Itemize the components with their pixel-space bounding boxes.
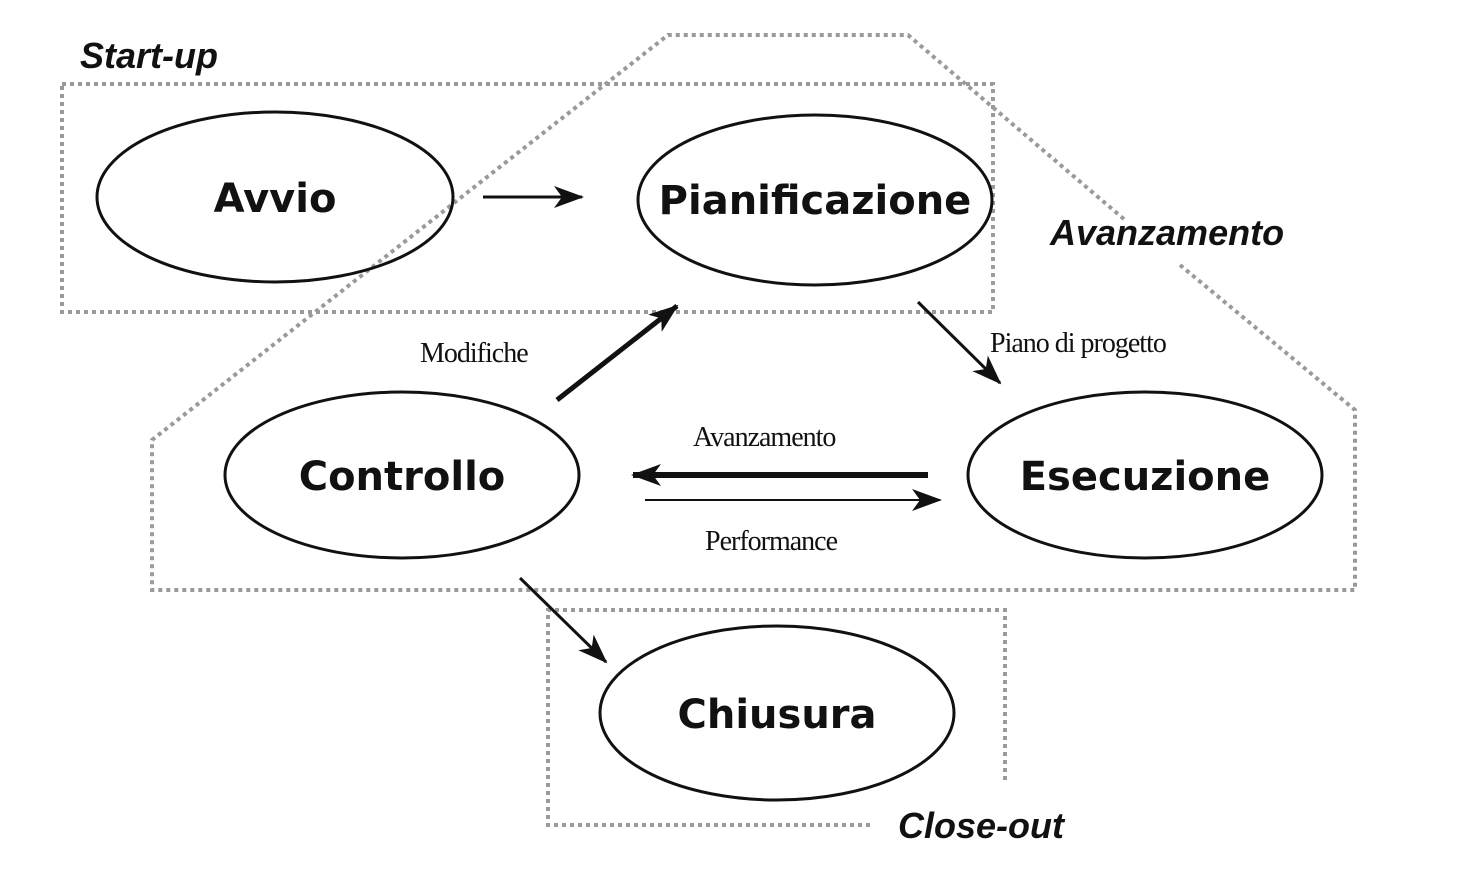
node-avvio: Avvio xyxy=(95,110,455,284)
edge-label-piano: Piano di progetto xyxy=(990,328,1166,359)
edge-label-modifiche: Modifiche xyxy=(420,338,528,369)
edge-label-performance: Performance xyxy=(705,526,838,557)
node-label: Controllo xyxy=(299,454,506,500)
arrow-pianificazione-esecuzione xyxy=(916,300,1002,385)
startup-group-label: Start-up xyxy=(80,35,218,76)
arrow-controllo-pianificazione xyxy=(555,304,679,402)
node-esecuzione: Esecuzione xyxy=(966,390,1324,560)
closeout-group-box xyxy=(546,608,1007,827)
node-label: Avvio xyxy=(214,176,337,222)
node-label: Esecuzione xyxy=(1020,454,1271,500)
node-controllo: Controllo xyxy=(223,390,581,560)
edge-label-avanzamento: Avanzamento xyxy=(693,422,835,453)
startup-group-box xyxy=(60,82,995,314)
avanzamento-group-box xyxy=(150,33,1357,592)
node-pianificazione: Pianificazione xyxy=(636,113,994,287)
node-chiusura: Chiusura xyxy=(598,624,956,802)
node-label: Pianificazione xyxy=(659,178,972,224)
avanzamento-group-label: Avanzamento xyxy=(1049,212,1284,253)
arrow-controllo-chiusura xyxy=(518,576,608,664)
closeout-group-label: Close-out xyxy=(898,805,1066,846)
node-label: Chiusura xyxy=(677,692,876,738)
